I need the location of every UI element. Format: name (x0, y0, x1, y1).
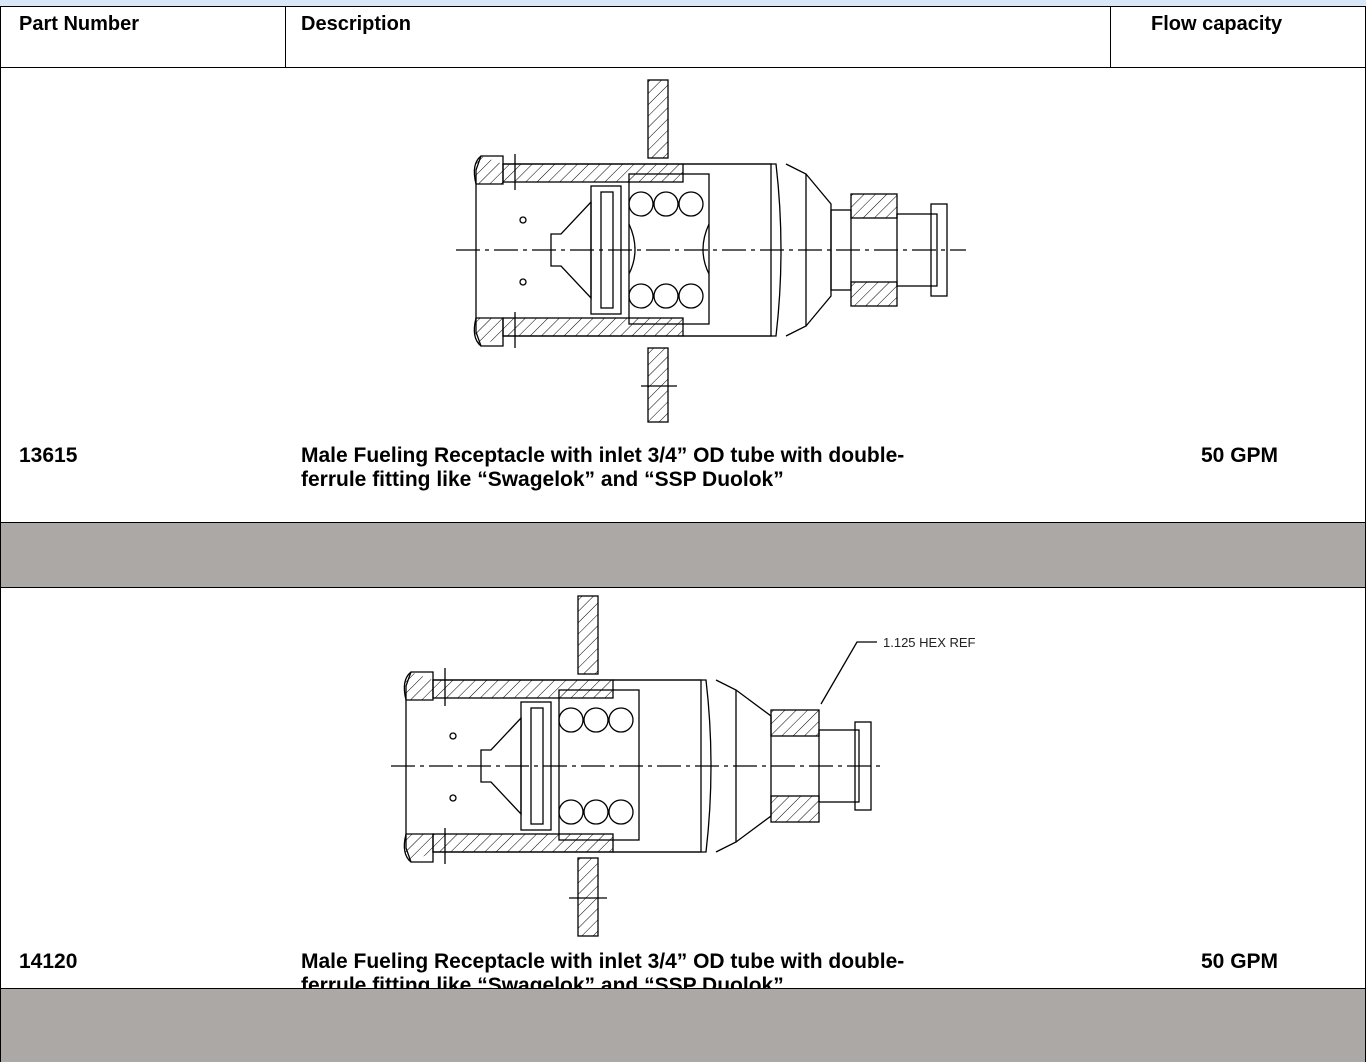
header-description: Description (301, 13, 412, 35)
part-number: 14120 (19, 950, 78, 973)
flow-capacity: 50 GPM (1201, 950, 1279, 973)
column-divider (285, 6, 286, 67)
receptacle-drawing (456, 79, 966, 423)
product-row: 13615 Male Fueling Receptacle with inlet… (0, 68, 1366, 523)
description-line-1: Male Fueling Receptacle with inlet 3/4” … (301, 950, 905, 973)
header-flow-capacity: Flow capacity (1151, 13, 1283, 35)
description-line-2: ferrule fitting like “Swagelok” and “SSP… (301, 468, 784, 491)
table-header-row: Part Number Description Flow capacity (0, 6, 1366, 68)
part-number: 13615 (19, 444, 78, 467)
flow-capacity: 50 GPM (1201, 444, 1279, 467)
product-description: Male Fueling Receptacle with inlet 3/4” … (301, 444, 904, 492)
separator-row (0, 523, 1366, 588)
column-divider (1110, 6, 1111, 67)
separator-row (0, 988, 1366, 1062)
description-line-1: Male Fueling Receptacle with inlet 3/4” … (301, 444, 905, 467)
table-top-strip (0, 0, 1366, 7)
receptacle-drawing (391, 595, 881, 937)
product-row: 1.125 HEX REF 14120 Male Fueling Recepta… (0, 588, 1366, 997)
header-part-number: Part Number (19, 13, 140, 35)
hex-callout: 1.125 HEX REF (883, 635, 976, 650)
